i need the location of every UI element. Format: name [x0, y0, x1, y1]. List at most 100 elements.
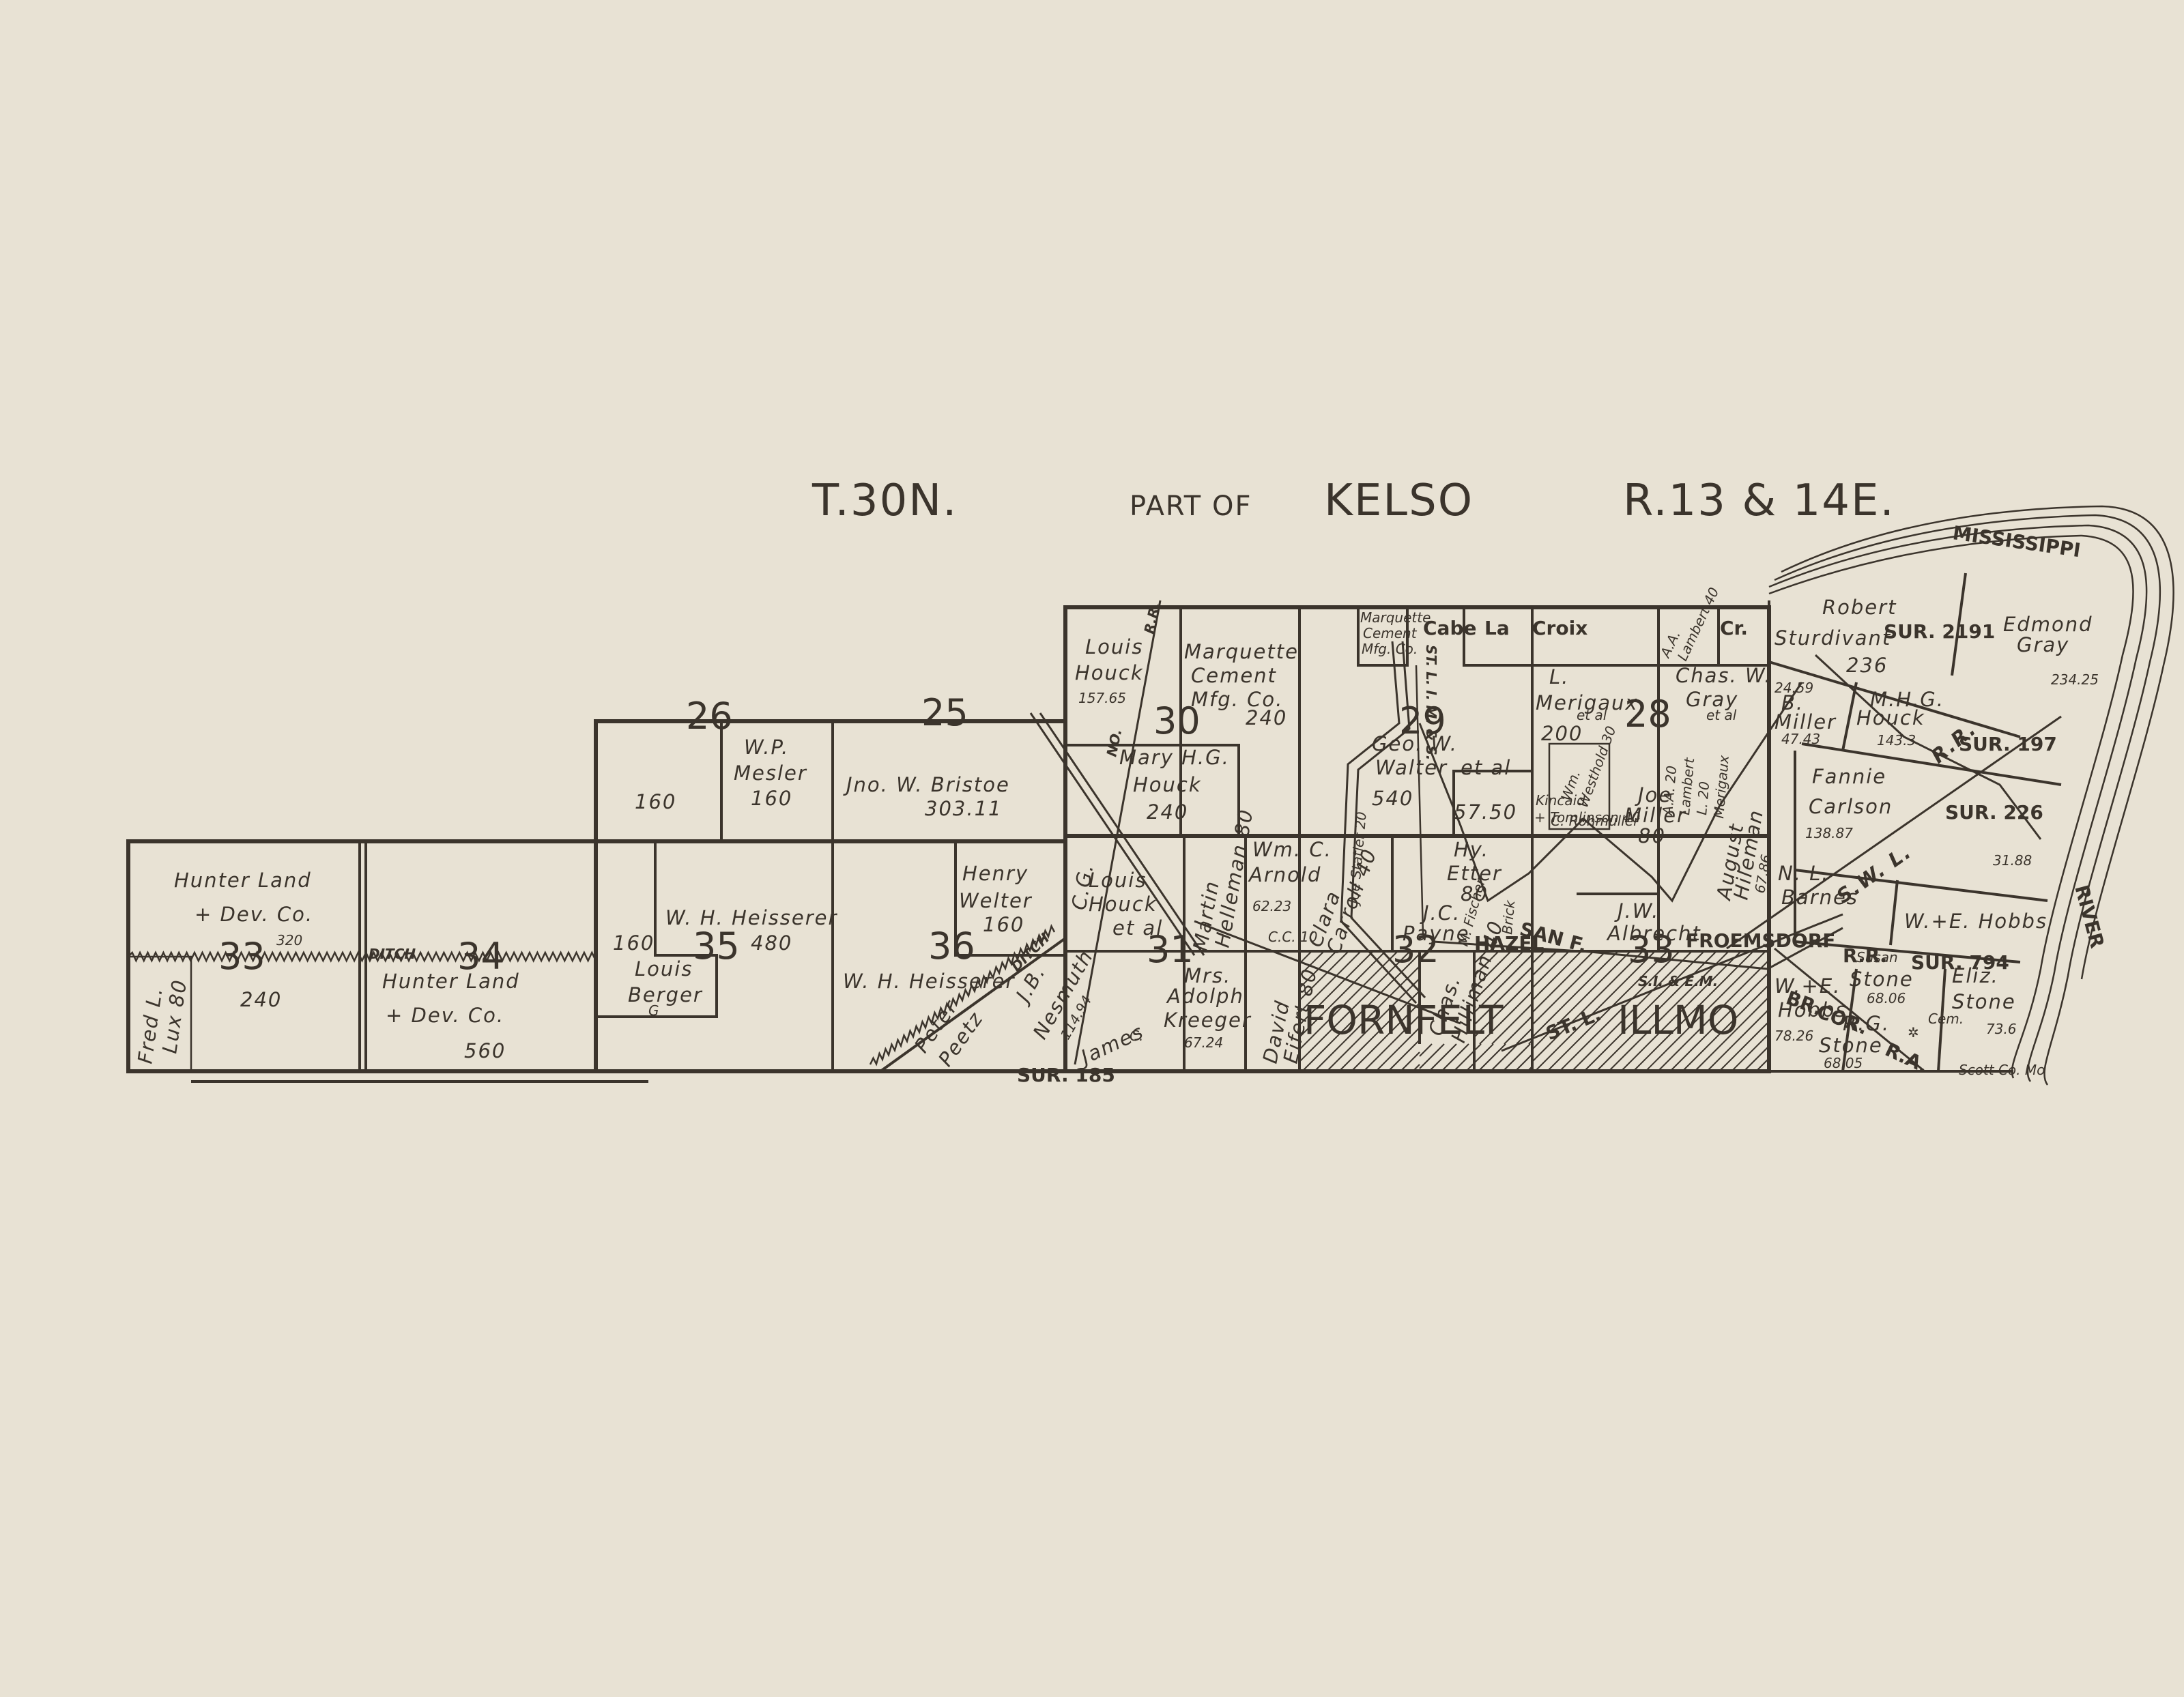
acreage: 57.50 — [1454, 800, 1517, 824]
owner-label: Wm. C. — [1252, 838, 1332, 861]
owner-label: W.+E. — [1774, 974, 1841, 998]
owner-label: Adolph — [1166, 985, 1244, 1008]
hatch-line — [1645, 951, 1766, 1072]
hatch-line — [1474, 951, 1487, 964]
acreage: 78.26 — [1774, 1028, 1813, 1044]
railroads — [1029, 600, 2062, 1073]
owner-label: M.H.G. — [1870, 688, 1944, 711]
owner-label: Mfg. Co. — [1191, 688, 1283, 711]
town-hazel: HAZEL — [1474, 932, 1544, 955]
hatch-line — [1755, 1058, 1770, 1072]
owner-label: Gray — [2017, 633, 2069, 656]
hatch-line — [1532, 951, 1582, 1001]
township-label: T.30N. — [811, 476, 958, 526]
hatch-line — [1326, 978, 1420, 1072]
map-title: T.30N. PART OF KELSO R.13 & 14E. — [811, 476, 1894, 526]
acreage: 160 — [751, 787, 792, 810]
acreage: 234.25 — [2051, 671, 2099, 688]
owner-label: + Dev. Co. — [195, 903, 313, 926]
owner-label: Stone — [1850, 968, 1914, 991]
hatch-line — [1719, 1021, 1770, 1072]
owner-label: Gray — [1686, 688, 1738, 711]
owner-label: Houck — [1856, 706, 1925, 729]
hatch-line — [1479, 991, 1533, 1045]
hatch-line — [1532, 951, 1545, 964]
section-number: 29 — [1399, 699, 1446, 742]
hatch-line — [1299, 951, 1374, 1026]
hatch-line — [1633, 951, 1754, 1072]
owner-label: Berger — [628, 983, 703, 1006]
owner-label: et al — [1112, 916, 1163, 940]
cemetery-label: Cem. — [1928, 1011, 1964, 1027]
acreage: 480 — [751, 931, 792, 955]
owner-label: Hobbs — [1778, 998, 1847, 1021]
hatch-line — [1419, 1043, 1445, 1069]
hatch-line — [1400, 1051, 1420, 1072]
owner-label: Houck — [1133, 773, 1202, 796]
hatch-line — [1419, 1043, 1433, 1057]
owner-label: Stone — [1819, 1034, 1883, 1057]
hatch-line — [1351, 1002, 1420, 1072]
acreage: 68.06 — [1867, 990, 1906, 1006]
acreage: 160 — [635, 790, 676, 813]
hatch-line — [1706, 1009, 1770, 1072]
owner-label: Mary H.G. — [1119, 746, 1230, 769]
owner-label: Miller — [1774, 710, 1837, 734]
owner-label: Susan — [1856, 949, 1898, 966]
owner-label: Payne — [1403, 922, 1470, 945]
owner-label: W. H. Heisserer — [665, 906, 838, 929]
section-number: 32 — [1392, 928, 1439, 971]
owner-label: B. — [1781, 691, 1804, 714]
town-froemsdorf: FROEMSDORF — [1686, 929, 1835, 952]
survey-label: SUR. 794 — [1911, 951, 2009, 974]
hatch-line — [1608, 951, 1729, 1072]
owner-label: Etter — [1447, 862, 1502, 885]
owner-label: + Tomlinson 40 — [1534, 809, 1641, 826]
acreage: 138.87 — [1805, 825, 1853, 841]
section-number: 35 — [693, 925, 740, 968]
survey-label: SUR. 226 — [1945, 801, 2043, 824]
hatch-line — [1299, 951, 1362, 1013]
section-number: 36 — [928, 925, 975, 968]
owner-label: Eliz. — [1952, 964, 1999, 987]
creek-label: Cabe — [1423, 617, 1476, 639]
town-fornfelt: FORNFELT — [1304, 997, 1504, 1043]
acreage: 143.3 — [1877, 732, 1916, 749]
acreage: 200 — [1541, 722, 1583, 745]
owner-label: Cement — [1191, 664, 1277, 687]
map-credit: Scott Co. Mo — [1959, 1062, 2045, 1078]
owner-label: Cement — [1363, 625, 1418, 641]
owner-label: R.G. — [1843, 1012, 1890, 1035]
hatch-line — [1534, 951, 1656, 1072]
survey-label: SUR. 197 — [1959, 733, 2057, 755]
hatch-line — [1743, 1045, 1770, 1072]
acreage: 24.59 — [1774, 680, 1813, 696]
mississippi-river — [1768, 505, 2174, 1086]
hatch-line — [1338, 990, 1420, 1072]
hatch-line — [1299, 951, 1411, 1062]
acreage: 47.43 — [1781, 731, 1820, 747]
hatch-line — [1375, 1027, 1420, 1072]
hatch-line — [1314, 966, 1420, 1072]
acreage: 240 — [1246, 706, 1287, 729]
acreage: 67.24 — [1184, 1034, 1223, 1051]
acreage: 560 — [464, 1039, 506, 1062]
owner-label: J.C. — [1420, 901, 1461, 925]
owner-label: C. — [1130, 1028, 1143, 1044]
section-number: 33 — [1628, 928, 1675, 971]
section-boundaries — [126, 572, 2062, 1083]
hatch-line — [1474, 978, 1533, 1038]
owner-label: Mesler — [734, 762, 807, 785]
section-number: 26 — [686, 695, 733, 738]
section-number: 33 — [218, 935, 265, 978]
hatch-line — [1474, 951, 1499, 976]
acreage: 320 — [276, 932, 302, 948]
hatch-line — [1363, 1015, 1420, 1072]
owner-label: Robert — [1822, 596, 1897, 619]
section-number: 28 — [1624, 693, 1671, 736]
owner-label: Lambert 40 — [1674, 585, 1723, 663]
acreage: 31.88 — [1993, 852, 2032, 869]
owner-label: C. Rohmuller — [1551, 813, 1640, 829]
owner-label: Marquette — [1184, 640, 1299, 663]
